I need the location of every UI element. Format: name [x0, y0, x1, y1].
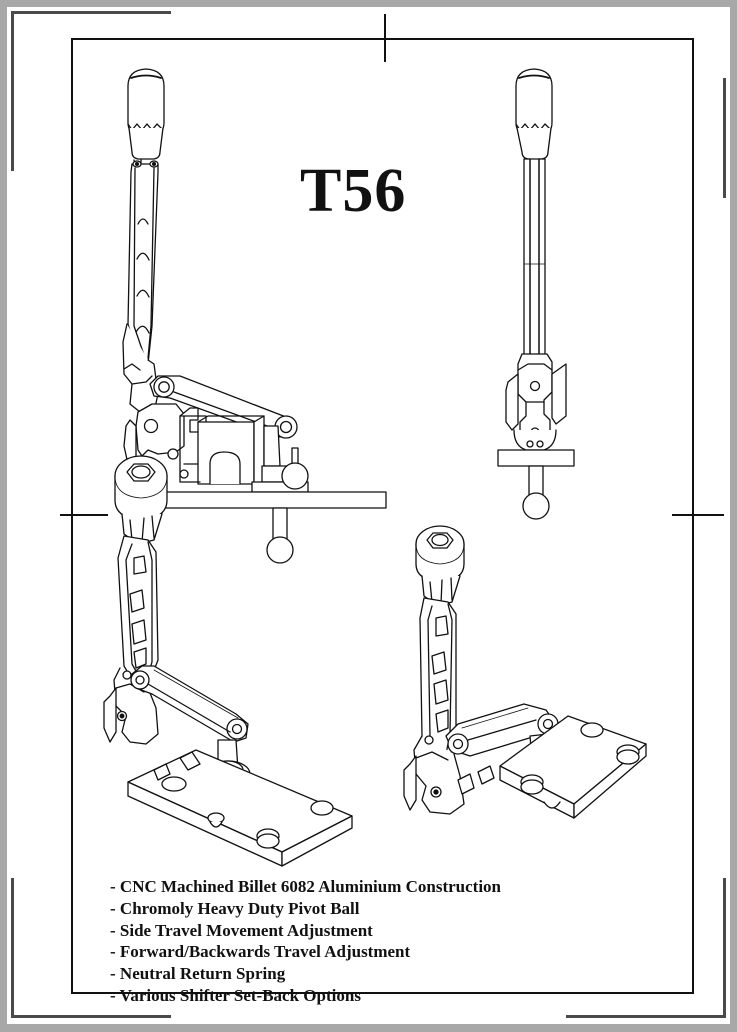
shift-knob [114, 455, 168, 521]
feature-list: - CNC Machined Billet 6082 Aluminium Con… [110, 876, 630, 1007]
mounting-baseplate [127, 749, 353, 867]
lever-lower-body [403, 735, 465, 815]
outer-accent-top-right-vertical [723, 78, 726, 198]
registration-tick-left-middle [60, 514, 108, 516]
shift-knob [415, 525, 465, 583]
linkage-arm [130, 665, 249, 743]
pivot-ball-stud [522, 465, 550, 520]
shift-lever-shaft [523, 158, 546, 357]
shift-knob [515, 68, 553, 160]
outer-accent-bottom-left-horizontal [11, 1015, 171, 1018]
registration-tick-right-middle [672, 514, 724, 516]
drawing-frame [71, 38, 694, 994]
detached-pivot-ball-stud [281, 447, 309, 490]
outer-border-left [0, 0, 7, 1032]
list-item: - Side Travel Movement Adjustment [110, 920, 373, 940]
side-elevation-view [118, 64, 418, 564]
shift-knob [127, 68, 165, 160]
lever-lower-body [103, 667, 159, 745]
lever-lower-and-pivot [505, 353, 567, 451]
list-item: - Chromoly Heavy Duty Pivot Ball [110, 898, 360, 918]
front-elevation-view [492, 64, 622, 520]
outer-accent-top-left-vertical [11, 11, 14, 171]
mounting-baseplate [457, 715, 647, 819]
list-item: - Various Shifter Set-Back Options [110, 985, 361, 1005]
shift-lever-arm [127, 159, 159, 365]
pivot-ball-stud [266, 507, 294, 564]
feature-list-items: - CNC Machined Billet 6082 Aluminium Con… [110, 876, 630, 1007]
outer-border-bottom [0, 1024, 737, 1032]
outer-border-right [730, 0, 737, 1032]
outer-accent-top-left-horizontal [11, 11, 171, 14]
list-item: - Forward/Backwards Travel Adjustment [110, 942, 411, 962]
isometric-view-left [96, 447, 376, 868]
outer-accent-bottom-left-vertical [11, 878, 14, 1018]
outer-accent-bottom-right-vertical [723, 878, 726, 1018]
mounting-baseplate [497, 449, 575, 467]
isometric-view-right [396, 518, 656, 838]
list-item: - Neutral Return Spring [110, 964, 286, 983]
linkage-arm [445, 703, 559, 757]
shift-lever-arm [117, 535, 159, 687]
registration-tick-top-center [384, 14, 386, 62]
list-item: - CNC Machined Billet 6082 Aluminium Con… [110, 877, 502, 896]
page-title: T56 [300, 157, 407, 225]
outer-border-top [0, 0, 737, 7]
outer-accent-bottom-right-horizontal [566, 1015, 726, 1018]
